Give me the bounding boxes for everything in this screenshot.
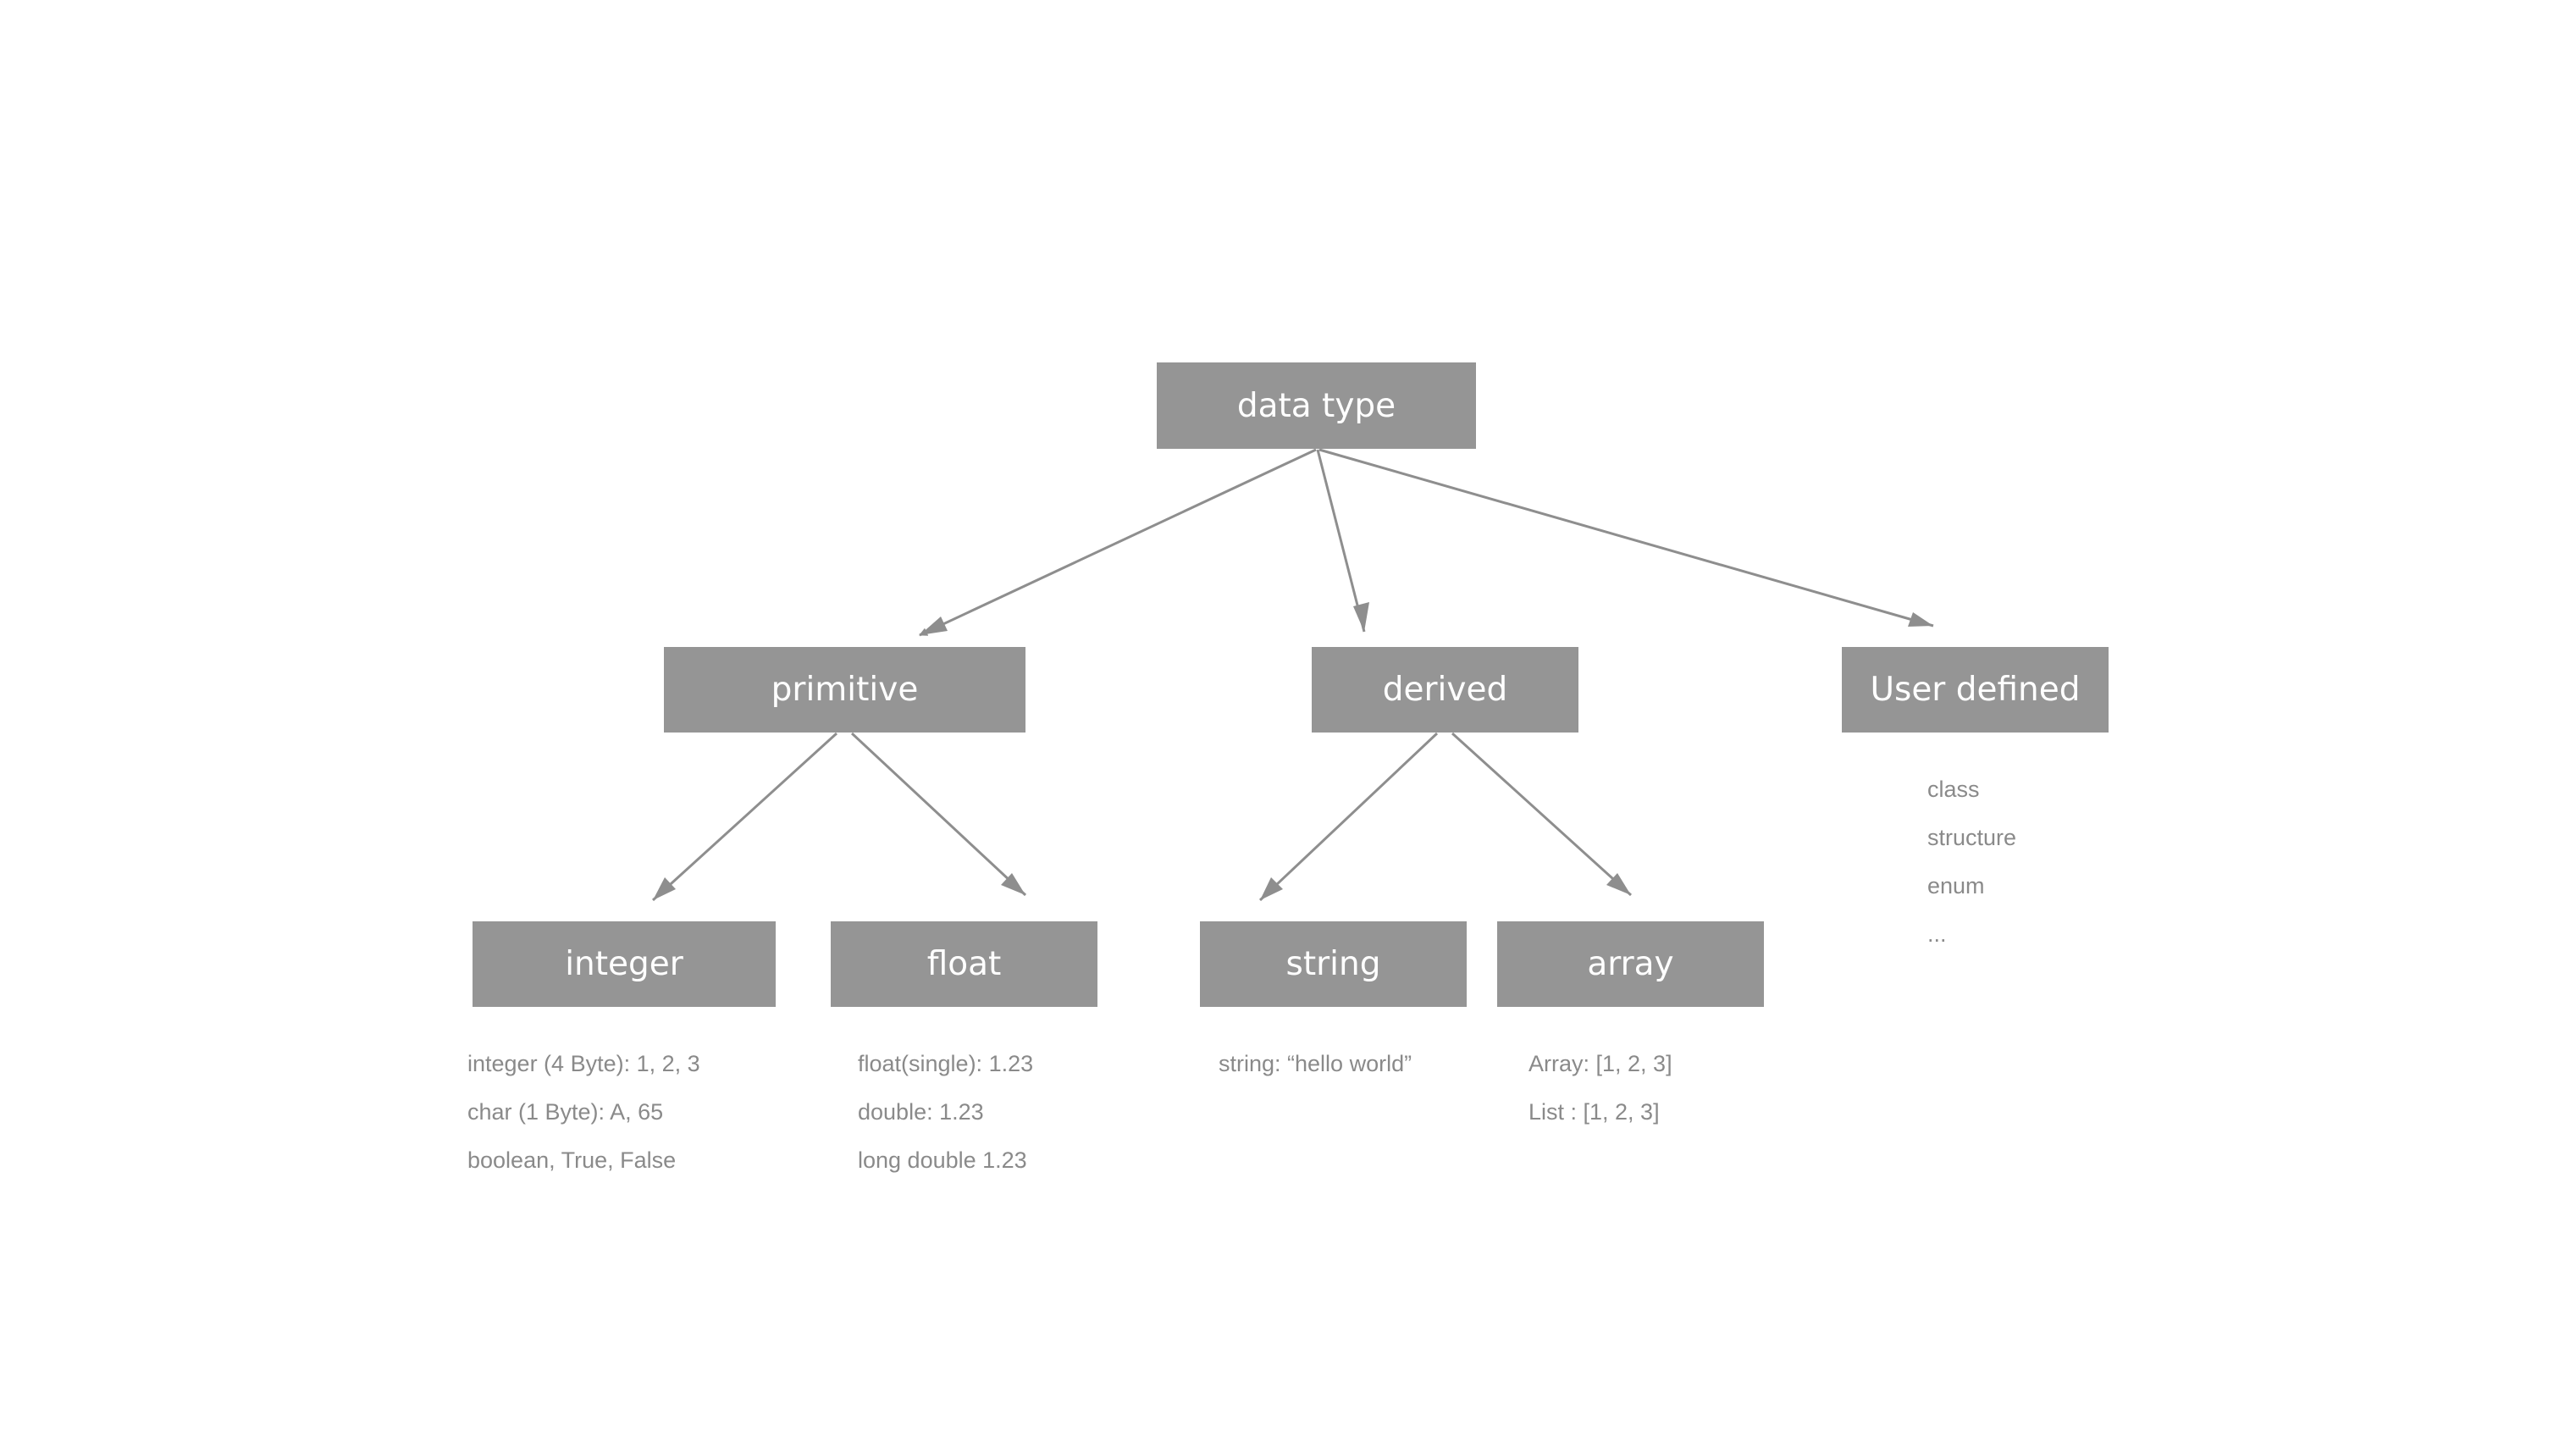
- edge-primitive-integer: [651, 732, 838, 902]
- node-float: float: [831, 921, 1097, 1007]
- arrowhead-string: [1260, 877, 1283, 900]
- edge-derived-array: [1451, 732, 1633, 897]
- note-item: List : [1, 2, 3]: [1528, 1099, 1660, 1125]
- edge-datatype-derived: [1316, 449, 1366, 633]
- edge-derived-string: [1258, 732, 1439, 902]
- arrowhead-userdefined: [1908, 612, 1933, 627]
- node-user-defined: User defined: [1842, 647, 2109, 733]
- note-item: float(single): 1.23: [858, 1051, 1034, 1076]
- notes-user-defined: class structure enum ...: [1927, 766, 2016, 959]
- note-item: string: “hello world”: [1219, 1051, 1412, 1076]
- note-item: class: [1927, 777, 1980, 802]
- note-item: integer (4 Byte): 1, 2, 3: [467, 1051, 700, 1076]
- note-item: enum: [1927, 873, 1985, 898]
- node-derived: derived: [1312, 647, 1578, 733]
- arrowhead-primitive: [920, 616, 948, 635]
- note-item: ...: [1927, 921, 1947, 947]
- notes-integer: integer (4 Byte): 1, 2, 3 char (1 Byte):…: [467, 1040, 700, 1185]
- arrowhead-float: [1001, 873, 1025, 895]
- arrowhead-integer: [653, 877, 676, 900]
- node-array: array: [1497, 921, 1764, 1007]
- arrowhead-array: [1606, 873, 1631, 895]
- notes-string: string: “hello world”: [1219, 1040, 1412, 1088]
- node-string: string: [1200, 921, 1467, 1007]
- node-data-type: data type: [1157, 362, 1476, 449]
- arrowhead-derived: [1353, 602, 1369, 632]
- note-item: boolean, True, False: [467, 1147, 677, 1173]
- note-item: long double 1.23: [858, 1147, 1027, 1173]
- notes-float: float(single): 1.23 double: 1.23 long do…: [858, 1040, 1033, 1185]
- note-item: Array: [1, 2, 3]: [1528, 1051, 1672, 1076]
- node-primitive: primitive: [664, 647, 1025, 733]
- node-integer: integer: [473, 921, 776, 1007]
- edge-datatype-primitive: [919, 448, 1317, 637]
- note-item: char (1 Byte): A, 65: [467, 1099, 664, 1125]
- note-item: double: 1.23: [858, 1099, 984, 1125]
- edge-primitive-float: [850, 732, 1027, 897]
- notes-array: Array: [1, 2, 3] List : [1, 2, 3]: [1528, 1040, 1672, 1136]
- edge-datatype-userdefined: [1318, 448, 1934, 628]
- note-item: structure: [1927, 825, 2017, 850]
